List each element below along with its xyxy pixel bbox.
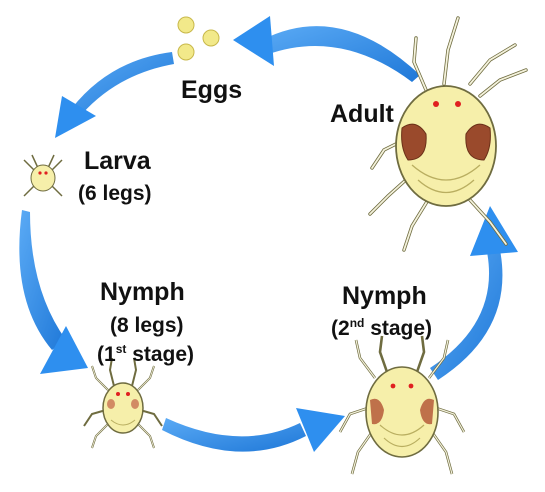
adult-label: Adult: [330, 100, 394, 129]
nymph2-stage-prefix: (2: [331, 317, 350, 340]
nymph1-mite-icon: [84, 358, 162, 448]
arrow-nymph2-to-adult-head: [470, 206, 518, 256]
arrow-nymph1-to-nymph2: [162, 418, 306, 452]
eggs-label: Eggs: [181, 76, 242, 105]
nymph1-label: Nymph: [100, 278, 185, 307]
arrow-adult-to-eggs: [262, 26, 420, 82]
larva-legs-note: (6 legs): [78, 182, 152, 206]
nymph2-stage-ordinal: nd: [350, 316, 365, 330]
nymph2-mite-icon: [340, 336, 464, 474]
larva-mite-icon: [24, 155, 62, 196]
nymph2-stage-suffix: stage): [364, 317, 432, 340]
nymph1-stage-note: (1st stage): [97, 343, 194, 367]
egg-cluster-icon: [178, 17, 219, 60]
adult-mite-icon: [370, 18, 526, 250]
nymph1-legs-note: (8 legs): [110, 314, 184, 338]
nymph1-stage-prefix: (1: [97, 343, 116, 366]
arrow-nymph1-to-nymph2-head: [296, 408, 345, 452]
nymph2-label: Nymph: [342, 282, 427, 311]
nymph1-stage-suffix: stage): [126, 343, 194, 366]
arrow-eggs-to-larva: [72, 52, 174, 114]
larva-label: Larva: [84, 147, 151, 176]
nymph1-stage-ordinal: st: [116, 342, 127, 356]
nymph2-stage-note: (2nd stage): [331, 317, 432, 341]
arrow-adult-to-eggs-head: [233, 16, 274, 66]
arrow-larva-to-nymph1: [19, 210, 66, 350]
